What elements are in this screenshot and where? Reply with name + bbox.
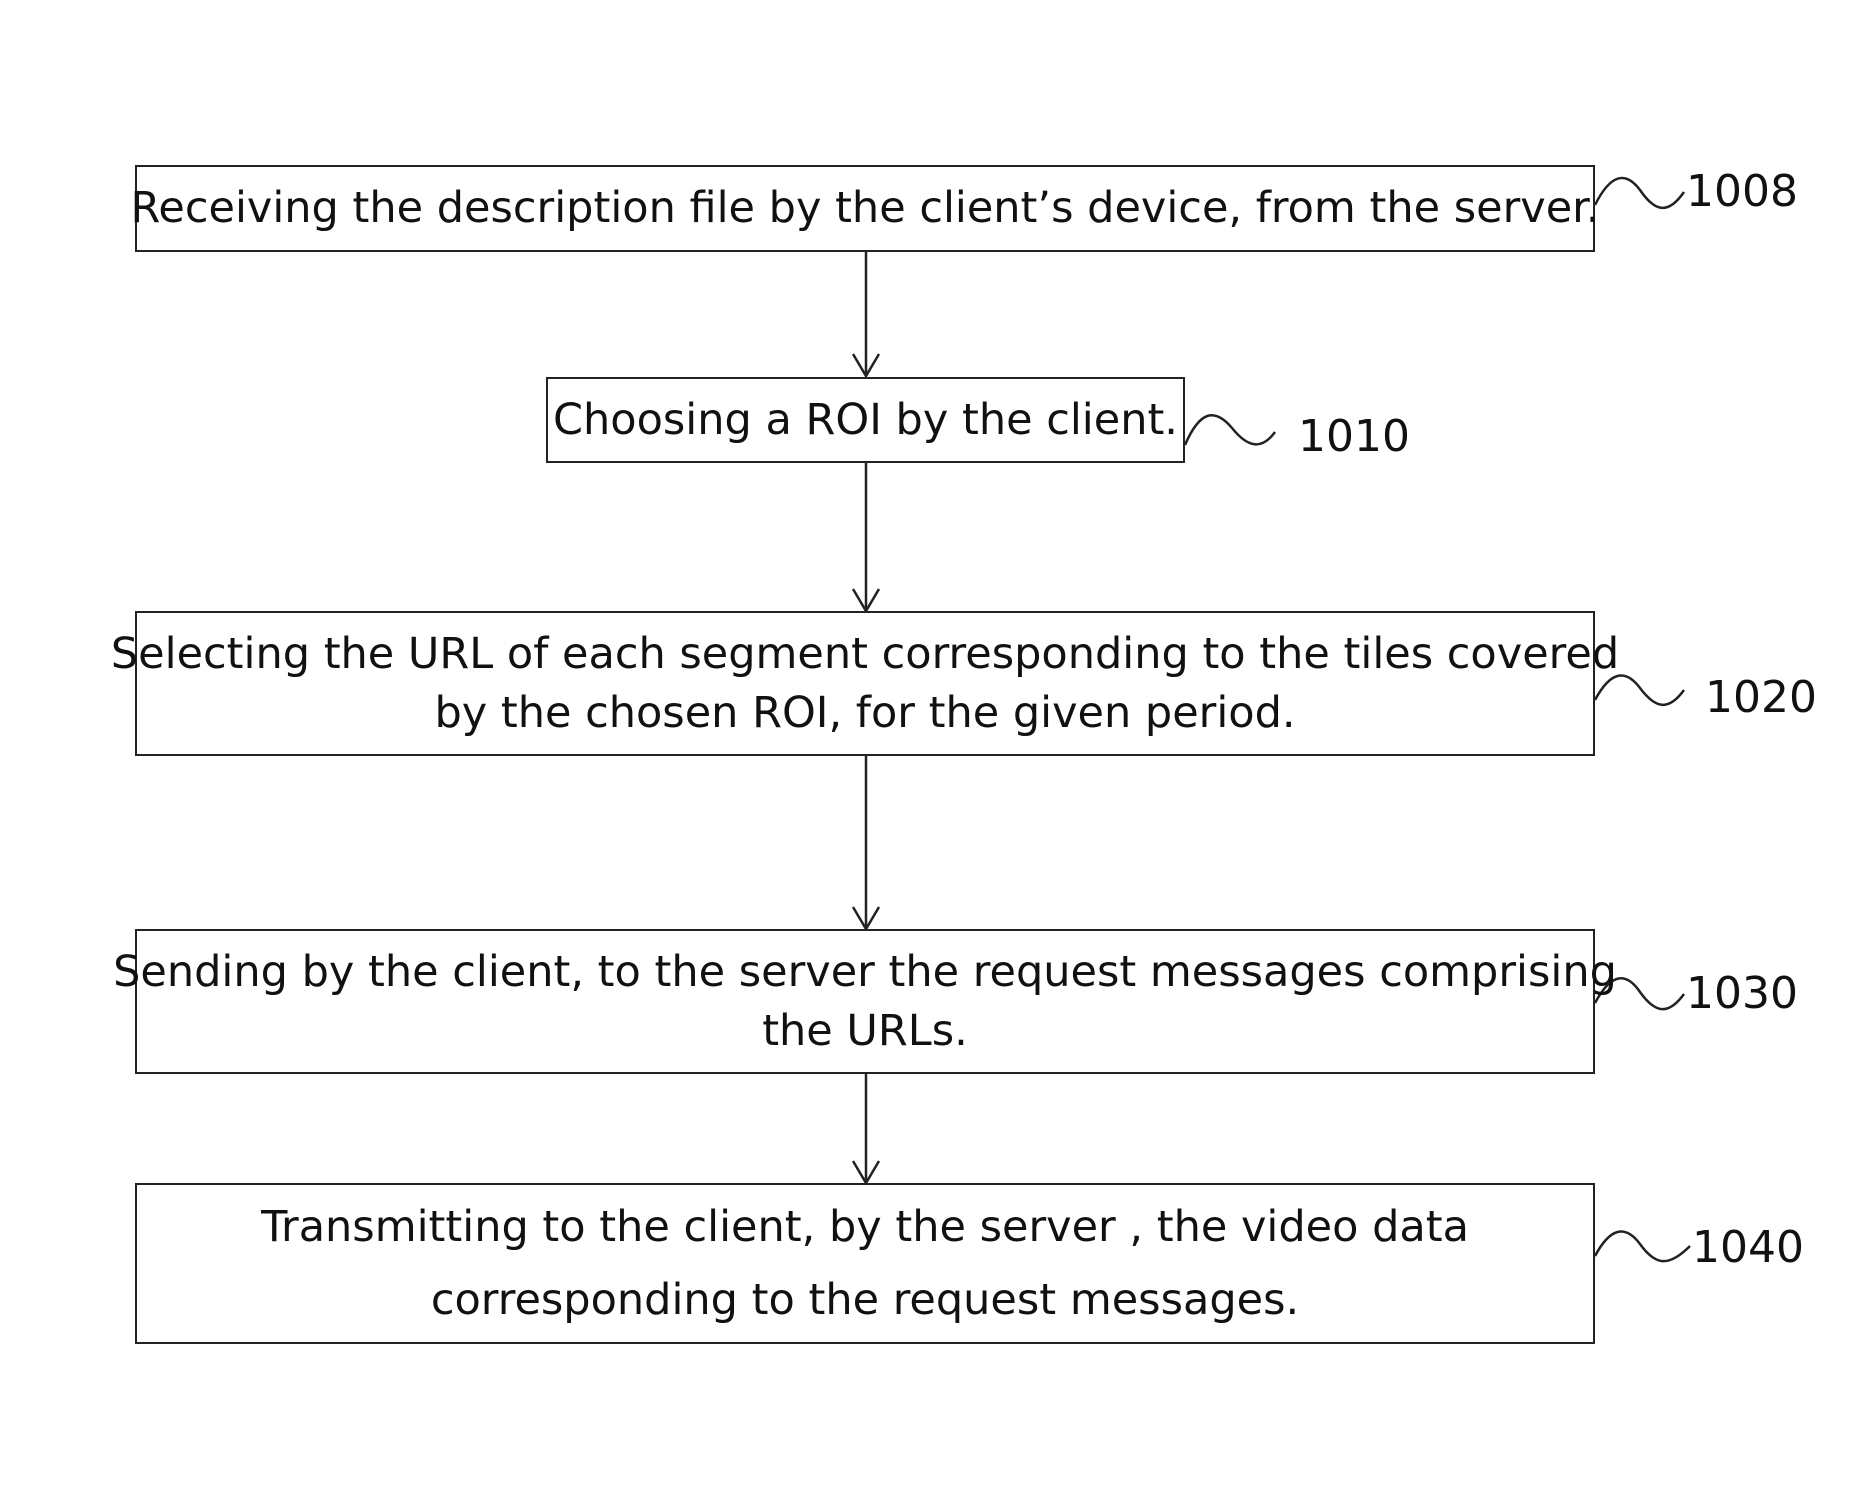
step-1030-box: Sending by the client, to the server the… — [135, 929, 1595, 1074]
leader-1010 — [1185, 415, 1275, 445]
step-1040-box: Transmitting to the client, by the serve… — [135, 1183, 1595, 1344]
step-1040-text-line-2: corresponding to the request messages. — [431, 1271, 1299, 1329]
step-1008-text: Receiving the description file by the cl… — [130, 179, 1599, 237]
ref-1010: 1010 — [1298, 415, 1410, 459]
arrow-1020-to-1030 — [853, 756, 879, 929]
ref-1020: 1020 — [1705, 676, 1817, 720]
ref-1030: 1030 — [1686, 972, 1798, 1016]
arrow-1010-to-1020 — [853, 463, 879, 611]
ref-1040: 1040 — [1692, 1226, 1804, 1270]
step-1010-text: Choosing a ROI by the client. — [553, 391, 1178, 449]
leader-1040 — [1595, 1232, 1690, 1262]
step-1030-text-line-1: Sending by the client, to the server the… — [113, 943, 1617, 1001]
leader-1008 — [1595, 178, 1684, 208]
step-1010-box: Choosing a ROI by the client. — [546, 377, 1185, 463]
step-1008-box: Receiving the description file by the cl… — [135, 165, 1595, 252]
ref-1008: 1008 — [1686, 170, 1798, 214]
step-1030-text-line-2: the URLs. — [762, 1002, 968, 1060]
step-1020-box: Selecting the URL of each segment corres… — [135, 611, 1595, 756]
arrow-1030-to-1040 — [853, 1074, 879, 1183]
step-1020-text-line-1: Selecting the URL of each segment corres… — [111, 625, 1619, 683]
step-1020-text-line-2: by the chosen ROI, for the given period. — [434, 684, 1295, 742]
arrow-1008-to-1010 — [853, 252, 879, 376]
step-1040-text-line-1: Transmitting to the client, by the serve… — [261, 1198, 1469, 1256]
